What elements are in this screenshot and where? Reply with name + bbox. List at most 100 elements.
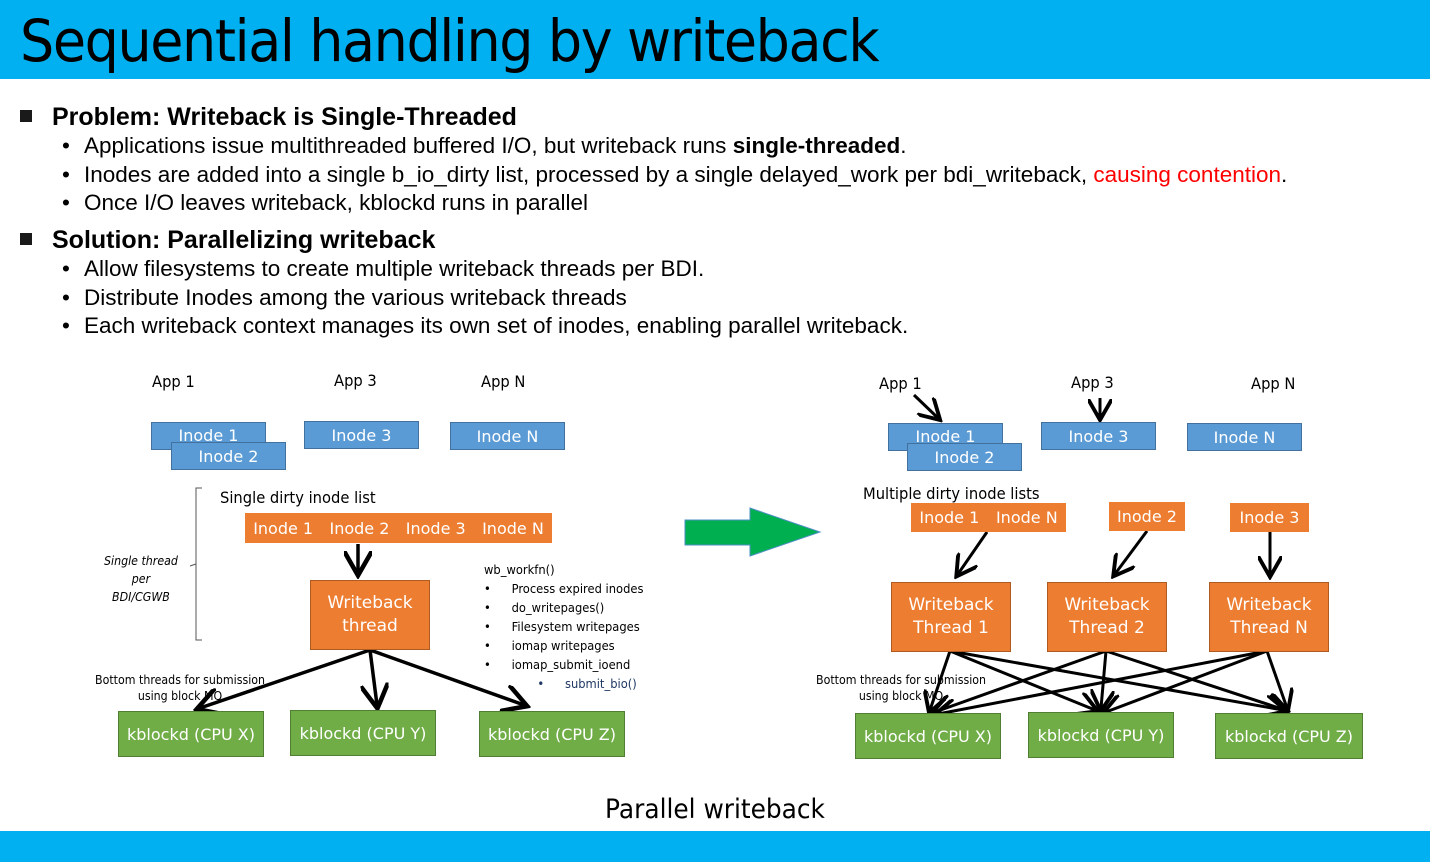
single-dirty-list-label: Single dirty inode list: [220, 488, 376, 507]
problem-heading-text: Problem: Writeback is Single-Threaded: [52, 103, 517, 131]
wb-step: • Filesystem writepages: [484, 617, 643, 636]
bullet-dot-icon: •: [62, 313, 70, 338]
problem-bullet-1: • Applications issue multithreaded buffer…: [62, 133, 906, 159]
bullet-tail: .: [1281, 162, 1288, 187]
title-bar: Sequential handling by writeback: [0, 0, 1430, 79]
bullet-dot-icon: •: [537, 676, 545, 691]
inode-label: Inode 1: [178, 426, 239, 445]
left-bottom-threads-label: Bottom threads for submission using bloc…: [95, 672, 265, 704]
arrow-t2-kz: [1105, 649, 1285, 710]
square-bullet-icon: [20, 110, 32, 123]
bullet-text: Distribute Inodes among the various writ…: [84, 285, 627, 310]
bracket-label-line: BDI/CGWB: [112, 590, 170, 604]
wb-substep: •submit_bio(): [484, 674, 643, 693]
arrow-list1-to-thread1: [958, 531, 989, 574]
left-app-1-label: App 1: [152, 372, 195, 391]
bracket-label: Single thread per BDI/CGWB: [104, 552, 178, 606]
writeback-thread-1: Writeback Thread 1: [891, 582, 1011, 652]
list-item: Inode 1: [253, 518, 314, 538]
thread-label-line: Thread 1: [913, 618, 989, 638]
arrow-tn-kx: [938, 649, 1268, 714]
bullet-dot-icon: •: [484, 638, 491, 653]
left-inode-n: Inode N: [450, 422, 565, 450]
wb-step: • Process expired inodes: [484, 579, 643, 598]
single-dirty-inode-list: Inode 1 Inode 2 Inode 3 Inode N: [245, 513, 552, 543]
right-dirty-list-3: Inode 3: [1230, 503, 1309, 532]
bottom-label-line: Bottom threads for submission: [816, 673, 987, 687]
thread-label-line: Thread 2: [1069, 618, 1145, 638]
bullet-dot-icon: •: [484, 581, 491, 596]
inode-label: Inode 2: [198, 446, 259, 466]
bullet-text: Allow filesystems to create multiple wri…: [84, 256, 705, 281]
bullet-dot-icon: •: [62, 190, 70, 215]
left-inode-3: Inode 3: [304, 421, 419, 449]
inode-label: Inode N: [1213, 427, 1276, 447]
bullet-tail: .: [900, 133, 907, 158]
kblockd-label: kblockd (CPU X): [126, 724, 256, 744]
bullet-dot-icon: •: [62, 133, 70, 158]
right-dirty-list-2: Inode 2: [1109, 502, 1185, 531]
solution-bullet-1: • Allow filesystems to create multiple wr…: [62, 256, 704, 282]
multiple-dirty-lists-label: Multiple dirty inode lists: [863, 484, 1040, 503]
thread-label-line: Writeback: [327, 593, 413, 613]
wb-step-text: Filesystem writepages: [511, 619, 640, 634]
thread-label-line: thread: [342, 616, 398, 636]
right-inode-3: Inode 3: [1041, 422, 1156, 450]
thread-label-line: Thread N: [1230, 618, 1308, 638]
right-inode-2: Inode 2: [907, 443, 1022, 471]
arrow-thread-to-kblockd-z: [369, 648, 524, 705]
left-kblockd-y: kblockd (CPU Y): [290, 710, 436, 756]
right-app-1-label: App 1: [879, 374, 922, 393]
wb-step-text: iomap writepages: [511, 638, 615, 653]
contention-highlight: causing contention: [1093, 162, 1281, 187]
right-app-3-label: App 3: [1071, 373, 1114, 392]
left-app-3-label: App 3: [334, 371, 377, 390]
wb-workfn-steps: wb_workfn() • Process expired inodes • do_…: [484, 560, 643, 693]
left-writeback-thread: Writeback thread: [310, 580, 430, 650]
bullet-dot-icon: •: [484, 619, 491, 634]
left-inode-2: Inode 2: [171, 442, 286, 470]
bullet-dot-icon: •: [484, 600, 491, 615]
problem-heading: Problem: Writeback is Single-Threaded: [20, 103, 517, 132]
thread-label-line: Writeback: [908, 595, 994, 615]
square-bullet-icon: [20, 233, 32, 246]
left-app-n-label: App N: [481, 372, 526, 391]
bullet-dot-icon: •: [62, 162, 70, 187]
thread-label-line: Writeback: [1064, 595, 1150, 615]
kblockd-label: kblockd (CPU Y): [1037, 725, 1165, 745]
wb-workfn-title: wb_workfn(): [484, 562, 555, 577]
right-kblockd-z: kblockd (CPU Z): [1215, 713, 1363, 759]
left-kblockd-x: kblockd (CPU X): [118, 711, 264, 757]
bullet-dot-icon: •: [484, 657, 491, 672]
right-kblockd-y: kblockd (CPU Y): [1028, 712, 1174, 758]
list-item: Inode 1: [919, 508, 980, 527]
list-item: Inode N: [995, 508, 1058, 527]
kblockd-label: kblockd (CPU Z): [1224, 726, 1354, 746]
bullet-text: Inodes are added into a single b_io_dirt…: [84, 162, 1094, 187]
inode-label: Inode 1: [915, 427, 976, 446]
wb-step: •iomap_submit_ioend: [484, 655, 643, 674]
left-kblockd-z: kblockd (CPU Z): [479, 711, 625, 757]
right-app-n-label: App N: [1251, 374, 1296, 393]
list-item: Inode 2: [1117, 507, 1177, 526]
bottom-label-line: using block MQ: [858, 689, 944, 703]
arrow-list2-to-thread2: [1115, 530, 1149, 574]
list-item: Inode 2: [329, 518, 390, 538]
list-item: Inode 3: [405, 518, 466, 538]
wb-step-text: Process expired inodes: [511, 581, 644, 596]
thread-label-line: Writeback: [1226, 595, 1312, 615]
bullet-dot-icon: •: [62, 256, 70, 281]
thread-to-kblockd-mesh: [930, 649, 1287, 714]
bracket-label-line: per: [131, 572, 151, 586]
bullet-bold-text: single-threaded: [732, 133, 901, 158]
footer-bar: [0, 831, 1430, 862]
list-item: Inode 3: [1239, 508, 1300, 527]
bullet-text: Each writeback context manages its own s…: [84, 313, 909, 338]
right-dirty-list-1: Inode 1 Inode N: [911, 503, 1066, 532]
bullet-text: Applications issue multithreaded buffere…: [84, 133, 733, 158]
wb-step: • do_writepages(): [484, 598, 643, 617]
wb-step-text: do_writepages(): [511, 600, 605, 615]
inode-label: Inode 3: [331, 425, 392, 445]
solution-heading: Solution: Parallelizing writeback: [20, 226, 435, 255]
